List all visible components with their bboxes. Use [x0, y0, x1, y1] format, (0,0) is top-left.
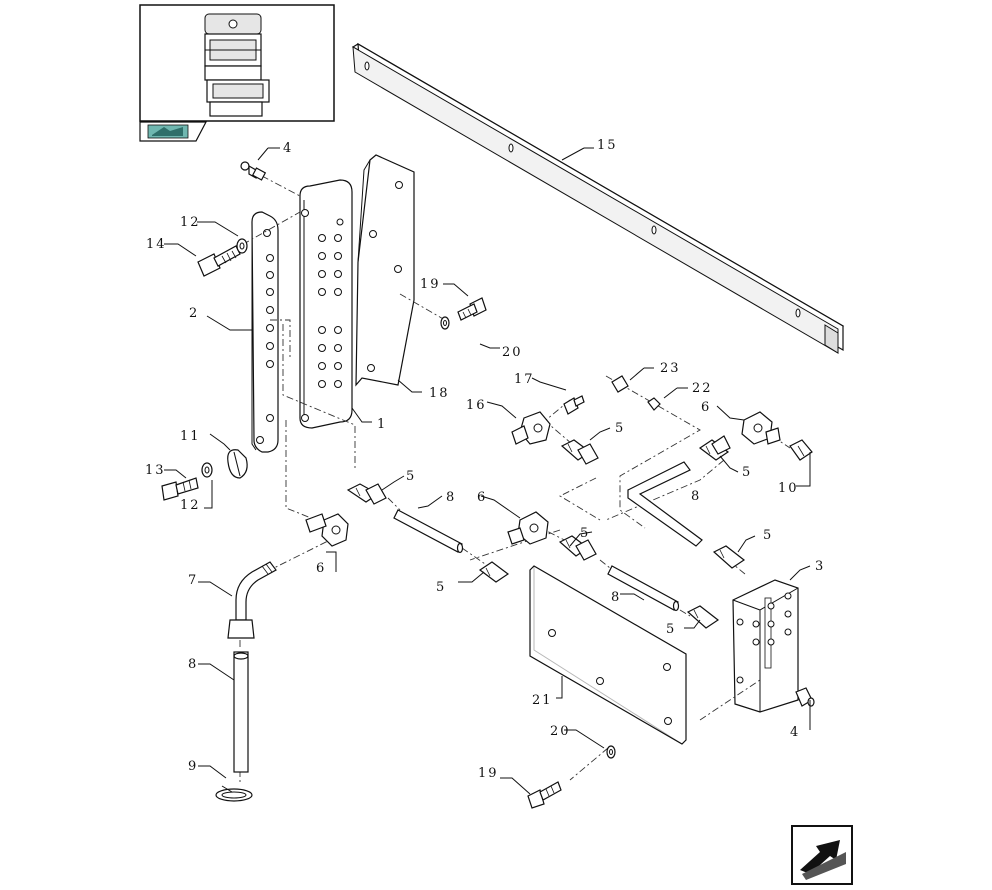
callout-20-lower: 20 — [550, 724, 571, 739]
leader-lines — [164, 147, 811, 795]
callout-8-vertical: 8 — [188, 657, 198, 672]
bolt-13 — [161, 477, 199, 501]
part-angle-bar — [351, 42, 845, 354]
rail-holes — [256, 229, 274, 444]
callout-13: 13 — [145, 463, 166, 478]
block-hole-grid — [318, 234, 342, 388]
callout-5-d: 5 — [580, 526, 590, 541]
callout-18: 18 — [429, 386, 450, 401]
washer-20-bottom — [606, 745, 616, 759]
callout-8-a: 8 — [446, 490, 456, 505]
callout-5-e: 5 — [436, 580, 446, 595]
callout-11: 11 — [180, 429, 201, 444]
callout-19-lower: 19 — [478, 766, 499, 781]
elbow-16 — [511, 411, 551, 445]
part-right-bracket — [732, 579, 799, 713]
callout-7: 7 — [188, 573, 198, 588]
callout-22: 22 — [692, 381, 713, 396]
washer-12-bottom — [201, 462, 213, 478]
next-page-arrow-icon[interactable] — [791, 825, 853, 885]
callout-4: 4 — [283, 141, 293, 156]
callout-19: 19 — [420, 277, 441, 292]
callout-9: 9 — [188, 759, 198, 774]
assembly-overview-thumbnail[interactable] — [139, 4, 335, 122]
callout-12-lower: 12 — [180, 498, 201, 513]
fitting-4-top — [240, 161, 267, 181]
callout-5-g: 5 — [666, 622, 676, 637]
callout-23: 23 — [660, 361, 681, 376]
callout-21: 21 — [532, 693, 553, 708]
callout-6-left: 6 — [316, 561, 326, 576]
callout-3: 3 — [815, 559, 825, 574]
callout-14: 14 — [146, 237, 167, 252]
callout-8-bent: 8 — [691, 489, 701, 504]
washer-12-top — [236, 238, 248, 254]
callout-16: 16 — [466, 398, 487, 413]
elbow-6-right — [741, 411, 781, 445]
callout-5-f: 5 — [763, 528, 773, 543]
callout-6-right: 6 — [701, 400, 711, 415]
callout-4-right: 4 — [790, 725, 800, 740]
callout-12: 12 — [180, 215, 201, 230]
part-tapered-plate — [355, 154, 415, 387]
fitting-5-d — [558, 535, 597, 561]
tube-8-bent — [627, 461, 703, 547]
fitting-5-f — [712, 545, 746, 569]
book-icon[interactable] — [139, 121, 207, 142]
hose-8-vertical — [233, 651, 249, 773]
part-flat-plate — [529, 565, 687, 745]
part-perforated-block — [299, 179, 353, 429]
callout-6-center: 6 — [477, 490, 487, 505]
elbow-6-left — [305, 513, 349, 547]
callout-15: 15 — [597, 138, 618, 153]
bolt-19-bottom — [527, 781, 562, 809]
bolt-19-top — [457, 297, 487, 321]
callout-5-c: 5 — [742, 465, 752, 480]
fitting-23 — [611, 375, 629, 393]
elbow-6-center — [507, 511, 549, 545]
clamp-11 — [227, 449, 248, 479]
fitting-10 — [789, 439, 813, 461]
callout-1: 1 — [377, 417, 387, 432]
fitting-17 — [563, 395, 585, 415]
tube-8-a — [393, 509, 464, 554]
bolt-14 — [197, 245, 241, 277]
fitting-5-e — [478, 561, 510, 583]
callout-5-b: 5 — [615, 421, 625, 436]
tube-8-b — [607, 565, 680, 612]
cab-module-icon — [204, 13, 270, 117]
pipe-7 — [227, 561, 277, 639]
callout-17: 17 — [514, 372, 535, 387]
callout-20: 20 — [502, 345, 523, 360]
callout-5-a: 5 — [406, 469, 416, 484]
hose-clamp-9 — [215, 785, 253, 802]
washer-20-top — [440, 316, 450, 330]
fitting-5-g — [686, 605, 720, 629]
fitting-5-b — [560, 439, 599, 465]
fitting-22 — [647, 397, 661, 411]
callout-8-b: 8 — [611, 590, 621, 605]
fitting-5-c — [698, 435, 731, 461]
fitting-4-right — [795, 687, 815, 707]
callout-2: 2 — [189, 306, 199, 321]
part-left-rail — [251, 211, 279, 453]
fitting-5-a — [346, 483, 387, 505]
callout-labels: 4 12 14 2 1 18 15 19 20 11 13 12 17 16 2… — [145, 138, 825, 781]
callout-10: 10 — [778, 481, 799, 496]
